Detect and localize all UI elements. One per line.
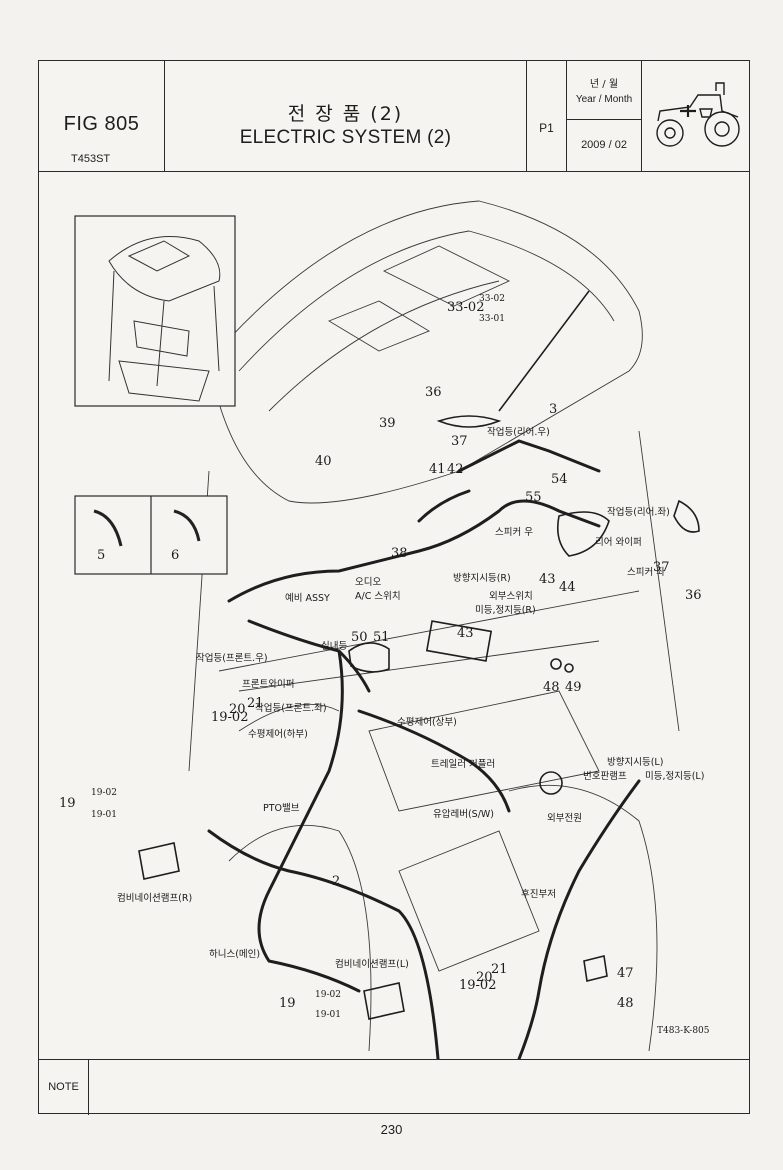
model-code: T453ST [71,153,111,165]
callout-19-01-top: 19-01 [91,810,117,820]
label-ac-switch: A/C 스위치 [355,590,401,602]
callout-37-top: 37 [451,434,468,449]
note-row: NOTE [39,1059,749,1115]
label-trailer-coupler: 트레일러 커플러 [431,759,495,770]
callout-33: 33-02 [447,300,484,315]
callout-39: 39 [379,416,396,431]
page-number: 230 [380,1122,403,1137]
callout-43: 43 [457,626,474,641]
wiring-diagram: 5 6 33-02 33-02 33-01 36 3 37 39 40 41 4… [59,200,710,1059]
callout-33-02: 33-02 [479,294,505,304]
callout-51: 51 [373,630,390,645]
title-cell: 전 장 품 (2) ELECTRIC SYSTEM (2) [165,61,527,171]
label-hydraulic-lever: 유압레버(S/W) [433,808,494,820]
page-cell: P1 [527,61,567,171]
callout-3: 3 [549,402,557,417]
label-front-wiper: 프론트와이퍼 [242,678,294,690]
label-tail-lamp-l: 미등,정지등(L) [645,771,704,782]
callout-33-01: 33-01 [479,314,505,324]
callout-45: 44 [559,580,576,595]
cable-inset: 5 6 [74,495,228,575]
label-license-lamp: 번호판램프 [583,770,627,782]
callout-21-top: 20 [229,702,246,717]
callout-38: 38 [391,546,408,561]
tractor-icon [656,82,740,147]
figure-number: FIG 805 [63,113,140,135]
callout-20-bottom: 19-02 [459,978,496,993]
figure-cell: FIG 805 T453ST [39,61,165,171]
callout-37-right: 37 [653,560,670,575]
label-backup-buzzer: 후진부저 [521,889,556,900]
label-speaker-left: 스피커 좌 [627,567,665,578]
page-label: P1 [539,121,554,135]
title-korean: 전 장 품 (2) [287,103,404,125]
callout-19-01-bottom: 19-01 [315,1010,341,1020]
date-cell: 년 / 월 Year / Month 2009 / 02 [567,61,642,171]
date-value: 2009 / 02 [581,139,627,151]
label-spare-assy: 예비 ASSY [285,593,330,604]
callout-22-top: 21 [247,696,264,711]
callout-19-bottom: 19 [279,996,296,1011]
cab-inset [74,215,236,407]
label-external-power: 외부전원 [547,812,582,824]
callout-47: 49 [565,680,582,695]
label-work-lamp-rear-right: 작업등(리어.우) [487,426,550,438]
callout-46: 48 [543,680,560,695]
callout-49: 48 [617,996,634,1011]
note-label: NOTE [39,1059,89,1115]
label-external-switch: 외부스위치 [489,590,533,602]
callout-48: 47 [617,966,634,981]
year-month-english: Year / Month [575,94,633,105]
parts-catalog-page: FIG 805 T453ST 전 장 품 (2) ELECTRIC SYSTEM… [38,60,750,1115]
label-audio: 오디오 [355,577,381,588]
callout-36-top: 36 [425,385,442,400]
label-speaker-right: 스피커 우 [495,527,533,538]
inset-part-6: 6 [171,548,179,563]
callout-42: 42 [447,462,464,477]
callout-19-02-top: 19-02 [91,788,117,798]
callout-55: 55 [525,490,542,505]
label-combination-lamp-l: 컴비네이션램프(L) [335,958,409,970]
label-room-lamp: 실내등 [321,641,347,652]
callout-2: 2 [332,874,340,889]
part-labels: 작업등(리어.우) 작업등(리어.좌) 스피커 우 스피커 좌 리어 와이퍼 오… [117,426,704,970]
label-combination-lamp-r: 컴비네이션램프(R) [117,892,192,904]
callout-54: 54 [551,472,568,487]
callout-19-top: 19 [59,796,76,811]
callout-20-top: 19-02 [211,710,248,725]
title-english: ELECTRIC SYSTEM (2) [239,127,452,148]
inset-part-5: 5 [97,548,105,563]
drawing-code: T483-K-805 [657,1026,710,1036]
exploded-diagram: 5 6 33-02 33-02 33-01 36 3 37 39 40 41 4… [39,171,749,1060]
callout-22-bottom: 21 [491,962,508,977]
callout-41: 41 [429,462,446,477]
label-work-lamp-front-left: 작업등(프론트.좌) [255,702,327,714]
callout-40: 40 [315,454,332,469]
label-harness-main: 하니스(메인) [209,948,260,960]
year-month-korean: 년 / 월 [589,79,619,90]
thumbnail-cell [642,61,751,171]
label-work-lamp-front-right: 작업등(프론트.우) [196,652,268,664]
callout-50: 50 [351,630,368,645]
label-tail-lamp-r: 미등,정지등(R) [475,605,536,616]
label-level-control-lower: 수평제어(하부) [248,728,308,740]
label-level-control-upper: 수평제어(상부) [397,717,457,728]
label-turn-signal-l: 방향지시등(L) [607,756,663,768]
page-header: FIG 805 T453ST 전 장 품 (2) ELECTRIC SYSTEM… [39,61,749,172]
callout-44: 43 [539,572,556,587]
label-pto-valve: PTO밸브 [263,803,300,814]
callout-numbers: 33-02 33-02 33-01 36 3 37 39 40 41 42 54… [59,294,702,1020]
label-rear-wiper: 리어 와이퍼 [595,536,642,548]
callout-36-right: 36 [685,588,702,603]
callout-19-02-bottom: 19-02 [315,990,341,1000]
label-work-lamp-rear-left: 작업등(리어.좌) [607,506,670,518]
callout-21-bottom: 20 [476,970,493,985]
label-turn-signal-r: 방향지시등(R) [453,572,511,584]
